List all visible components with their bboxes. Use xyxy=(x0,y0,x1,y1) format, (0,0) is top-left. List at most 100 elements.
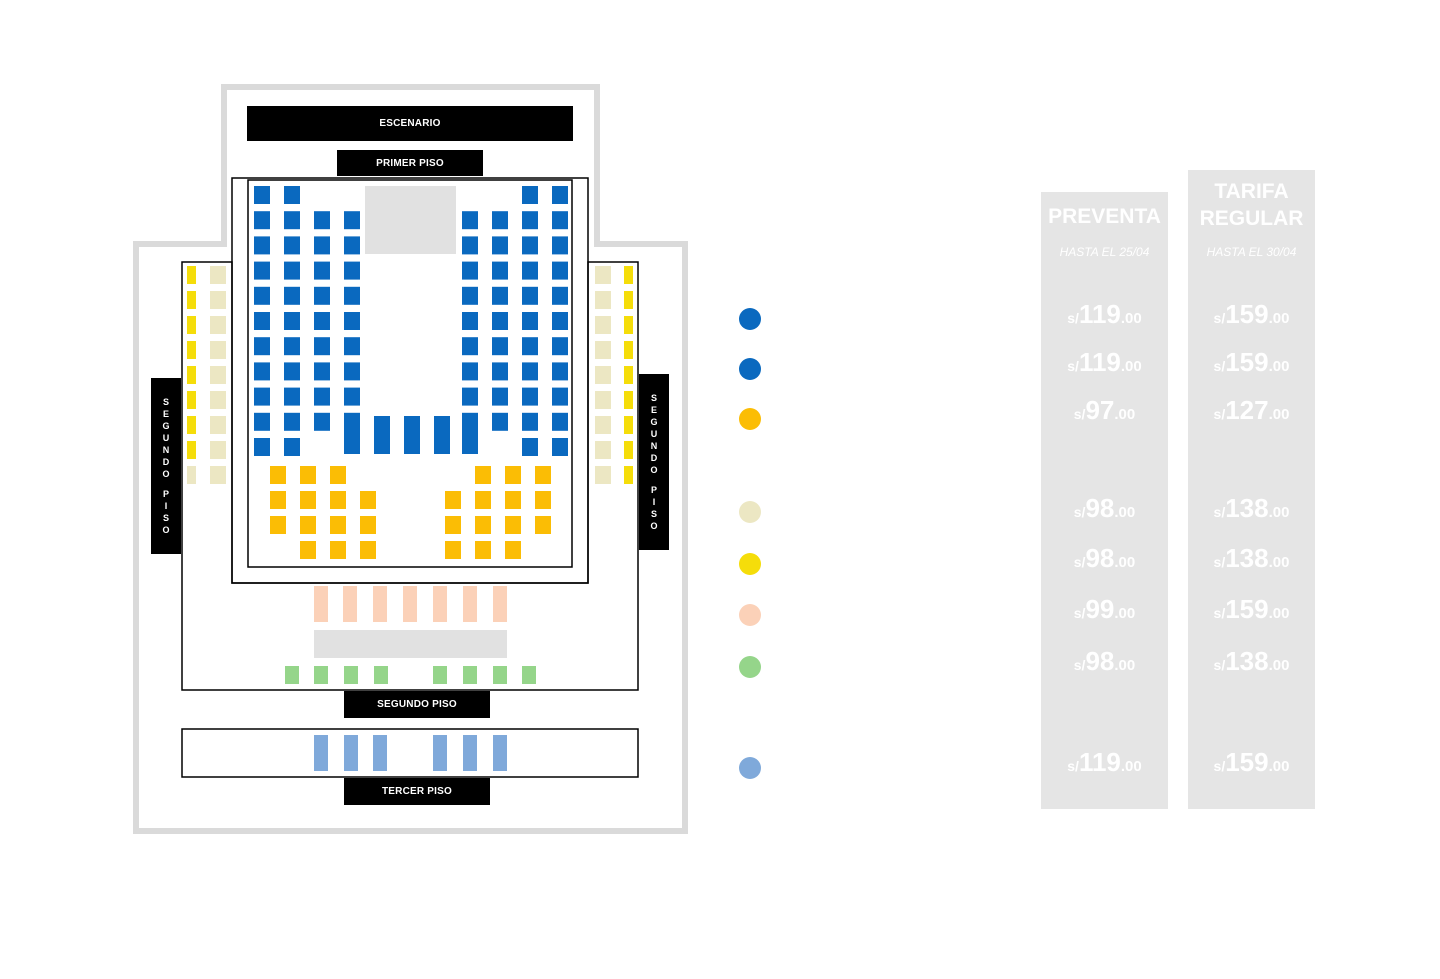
seat-blue[interactable] xyxy=(254,387,270,406)
seat-orange[interactable] xyxy=(300,491,316,509)
seat-lightblue[interactable] xyxy=(314,735,328,771)
seat-orange[interactable] xyxy=(475,466,491,484)
seat-blue[interactable] xyxy=(492,387,508,406)
seat-blue[interactable] xyxy=(254,438,270,456)
seat-blue[interactable] xyxy=(492,211,508,230)
seat-cream[interactable] xyxy=(595,416,611,434)
seat-orange[interactable] xyxy=(505,466,521,484)
seat-peach[interactable] xyxy=(463,586,477,622)
seat-orange[interactable] xyxy=(270,491,286,509)
seat-blue[interactable] xyxy=(492,337,508,356)
seat-cream[interactable] xyxy=(595,466,611,484)
seat-orange[interactable] xyxy=(535,491,551,509)
seat-blue[interactable] xyxy=(284,387,300,406)
seat-blue[interactable] xyxy=(284,211,300,230)
seat-cream[interactable] xyxy=(595,366,611,384)
seat-peach[interactable] xyxy=(373,586,387,622)
seat-yellow[interactable] xyxy=(624,466,633,484)
seat-orange[interactable] xyxy=(445,516,461,534)
seat-blue[interactable] xyxy=(254,211,270,230)
seat-peach[interactable] xyxy=(403,586,417,622)
seat-yellow[interactable] xyxy=(624,366,633,384)
seat-orange[interactable] xyxy=(505,491,521,509)
seat-orange[interactable] xyxy=(270,466,286,484)
seat-peach[interactable] xyxy=(493,586,507,622)
seat-green[interactable] xyxy=(374,666,388,684)
seat-blue[interactable] xyxy=(522,261,538,280)
seat-blue[interactable] xyxy=(284,312,300,330)
seat-blue[interactable] xyxy=(552,261,568,280)
seat-blue[interactable] xyxy=(552,337,568,356)
seat-yellow[interactable] xyxy=(624,416,633,434)
seat-blue[interactable] xyxy=(344,387,360,406)
seat-blue[interactable] xyxy=(522,236,538,255)
seat-cream[interactable] xyxy=(595,316,611,334)
seat-green[interactable] xyxy=(433,666,447,684)
seat-blue[interactable] xyxy=(284,186,300,204)
seat-blue[interactable] xyxy=(492,412,508,431)
seat-orange[interactable] xyxy=(475,516,491,534)
seat-blue[interactable] xyxy=(344,236,360,255)
seat-cream[interactable] xyxy=(210,366,226,384)
seat-blue[interactable] xyxy=(314,286,330,305)
seat-blue[interactable] xyxy=(462,387,478,406)
seat-cream[interactable] xyxy=(595,341,611,359)
seat-lightblue[interactable] xyxy=(433,735,447,771)
seat-lightblue[interactable] xyxy=(344,735,358,771)
seat-orange[interactable] xyxy=(300,516,316,534)
seat-blue[interactable] xyxy=(284,412,300,431)
seat-green[interactable] xyxy=(463,666,477,684)
seat-lightblue[interactable] xyxy=(493,735,507,771)
seat-blue[interactable] xyxy=(462,286,478,305)
seat-blue[interactable] xyxy=(314,261,330,280)
seat-blue[interactable] xyxy=(552,387,568,406)
seat-yellow[interactable] xyxy=(624,316,633,334)
seat-blue[interactable] xyxy=(254,412,270,431)
seat-orange[interactable] xyxy=(475,541,491,559)
seat-blue[interactable] xyxy=(254,312,270,330)
seat-orange[interactable] xyxy=(270,516,286,534)
seat-orange[interactable] xyxy=(330,516,346,534)
seat-orange[interactable] xyxy=(300,466,316,484)
seat-orange[interactable] xyxy=(535,516,551,534)
seat-cream[interactable] xyxy=(595,266,611,284)
seat-blue[interactable] xyxy=(492,261,508,280)
seat-blue[interactable] xyxy=(552,312,568,330)
seat-blue[interactable] xyxy=(462,236,478,255)
seat-cream[interactable] xyxy=(595,441,611,459)
seat-blue-front[interactable] xyxy=(462,416,478,454)
seat-cream[interactable] xyxy=(210,316,226,334)
seat-blue[interactable] xyxy=(522,211,538,230)
seat-lightblue[interactable] xyxy=(463,735,477,771)
seat-yellow[interactable] xyxy=(624,391,633,409)
seat-blue[interactable] xyxy=(552,362,568,381)
seat-peach[interactable] xyxy=(314,586,328,622)
seat-blue[interactable] xyxy=(552,186,568,204)
seat-blue[interactable] xyxy=(552,236,568,255)
seat-cream[interactable] xyxy=(210,291,226,309)
seat-orange[interactable] xyxy=(505,516,521,534)
seat-peach[interactable] xyxy=(343,586,357,622)
seat-cream[interactable] xyxy=(210,441,226,459)
seat-green[interactable] xyxy=(493,666,507,684)
seat-blue[interactable] xyxy=(552,211,568,230)
seat-green[interactable] xyxy=(285,666,299,684)
seat-blue[interactable] xyxy=(314,337,330,356)
seat-blue[interactable] xyxy=(284,236,300,255)
seat-blue[interactable] xyxy=(254,286,270,305)
seat-blue[interactable] xyxy=(344,286,360,305)
seat-cream[interactable] xyxy=(210,416,226,434)
seat-blue[interactable] xyxy=(284,438,300,456)
seat-green[interactable] xyxy=(344,666,358,684)
seat-yellow[interactable] xyxy=(187,391,196,409)
seat-blue[interactable] xyxy=(522,362,538,381)
seat-blue-front[interactable] xyxy=(434,416,450,454)
seat-orange[interactable] xyxy=(445,541,461,559)
seat-blue[interactable] xyxy=(284,286,300,305)
seat-blue[interactable] xyxy=(254,261,270,280)
seat-orange[interactable] xyxy=(505,541,521,559)
seat-blue[interactable] xyxy=(254,337,270,356)
seat-blue[interactable] xyxy=(344,362,360,381)
seat-blue[interactable] xyxy=(492,286,508,305)
seat-blue[interactable] xyxy=(552,438,568,456)
